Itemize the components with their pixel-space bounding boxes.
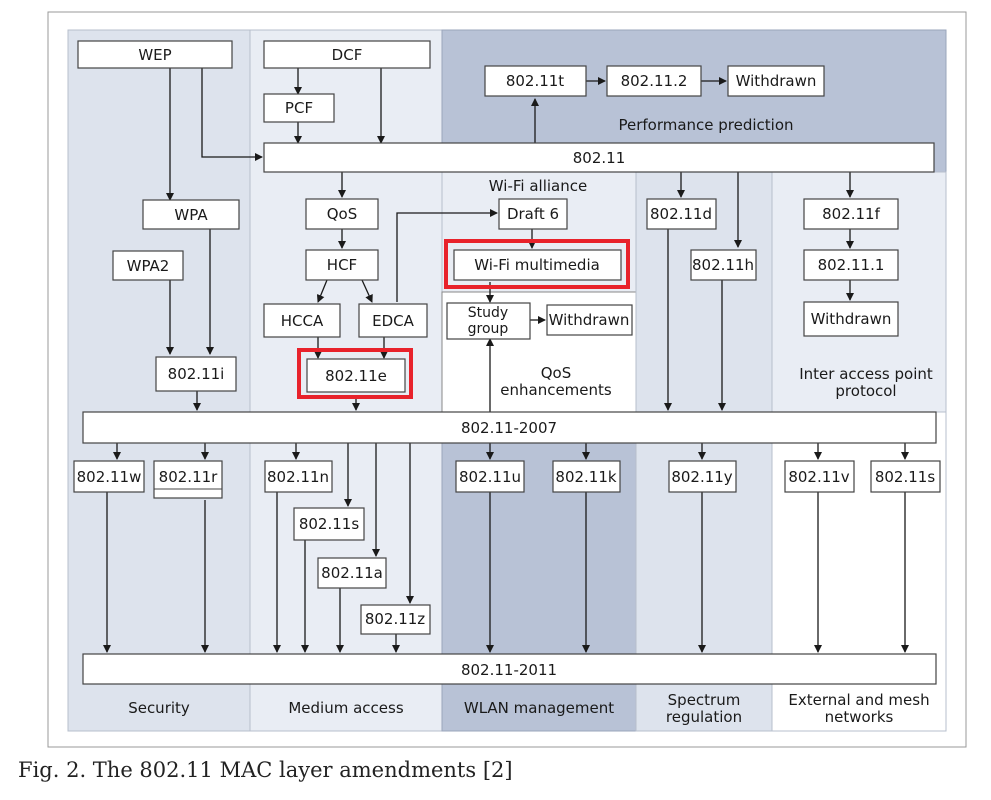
box-802-11z: 802.11z <box>365 610 425 628</box>
spectrum-regulation-label-1: Spectrum <box>668 691 741 709</box>
spectrum-regulation-label-2: regulation <box>666 708 742 726</box>
box-802-11-2011: 802.11-2011 <box>461 661 557 679</box>
ieee80211e-highlight <box>297 348 413 399</box>
box-qos: QoS <box>327 205 358 223</box>
performance-prediction-label: Performance prediction <box>618 116 793 134</box>
box-withdrawn-right: Withdrawn <box>811 310 892 328</box>
box-802-11f: 802.11f <box>822 205 880 223</box>
figure-caption: Fig. 2. The 802.11 MAC layer amendments … <box>18 758 513 782</box>
external-mesh-label-1: External and mesh <box>788 691 929 709</box>
inter-access-point-label-2: protocol <box>835 382 896 400</box>
box-802-11r: 802.11r <box>159 468 218 486</box>
box-802-11: 802.11 <box>573 149 626 167</box>
box-802-11v: 802.11v <box>788 468 849 486</box>
box-802-11s-mesh: 802.11s <box>875 468 935 486</box>
box-802-11t: 802.11t <box>506 72 564 90</box>
box-wpa2: WPA2 <box>127 257 170 275</box>
box-802-11i: 802.11i <box>168 365 225 383</box>
wlan-management-column-label: WLAN management <box>464 699 614 717</box>
box-802-11e: 802.11e <box>325 367 387 385</box>
box-802-11-1: 802.11.1 <box>818 256 885 274</box>
box-pcf: PCF <box>285 99 313 117</box>
box-wep: WEP <box>138 46 171 64</box>
external-mesh-label-2: networks <box>825 708 894 726</box>
box-802-11-2007: 802.11-2007 <box>461 419 557 437</box>
box-hcf: HCF <box>327 256 357 274</box>
box-802-11a: 802.11a <box>321 564 383 582</box>
qos-enhancements-label-2: enhancements <box>500 381 612 399</box>
box-draft6: Draft 6 <box>507 205 559 223</box>
box-802-11n: 802.11n <box>267 468 329 486</box>
box-hcca: HCCA <box>281 312 324 330</box>
medium-access-column-label: Medium access <box>288 699 403 717</box>
box-dcf: DCF <box>332 46 363 64</box>
inter-access-point-label-1: Inter access point <box>799 365 933 383</box>
wifi-alliance-label: Wi-Fi alliance <box>489 177 587 195</box>
box-802-11w: 802.11w <box>77 468 142 486</box>
box-edca: EDCA <box>372 312 415 330</box>
box-wifi-multimedia: Wi-Fi multimedia <box>474 256 600 274</box>
connectors <box>103 68 909 653</box>
box-802-11s-medium: 802.11s <box>299 515 359 533</box>
security-column-label: Security <box>128 699 190 717</box>
box-802-11d: 802.11d <box>650 205 712 223</box>
box-wpa: WPA <box>174 206 208 224</box>
box-study-group-1: Study <box>468 305 508 321</box>
box-802-11-2: 802.11.2 <box>621 72 688 90</box>
box-802-11y: 802.11y <box>671 468 732 486</box>
boxes <box>73 40 941 685</box>
wifi-multimedia-highlight <box>444 239 630 289</box>
box-802-11h: 802.11h <box>692 256 754 274</box>
box-study-group-2: group <box>468 321 509 337</box>
mac-amendments-diagram: Performance prediction Wi-Fi alliance Qo… <box>47 11 967 748</box>
box-802-11k: 802.11k <box>555 468 616 486</box>
box-withdrawn-mid: Withdrawn <box>549 311 630 329</box>
box-withdrawn-top: Withdrawn <box>736 72 817 90</box>
qos-enhancements-label-1: QoS <box>541 364 572 382</box>
box-802-11u: 802.11u <box>459 468 521 486</box>
